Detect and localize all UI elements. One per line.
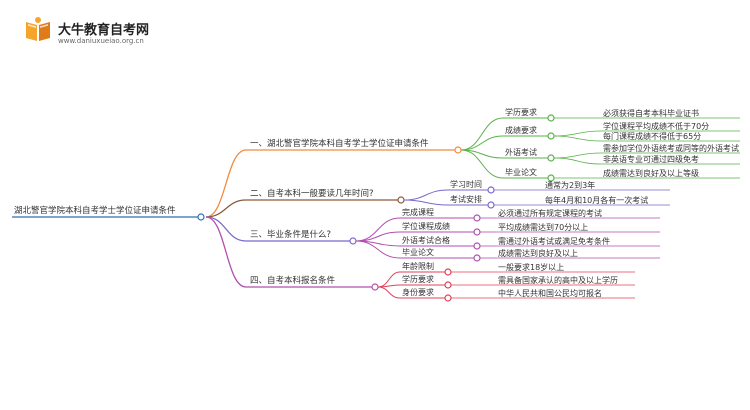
sub-connector bbox=[460, 117, 504, 151]
branch-topic: 三、毕业条件是什么? bbox=[250, 229, 331, 240]
sub-topic: 学习时间 bbox=[450, 179, 482, 189]
leaf-text: 中华人民共和国公民均可报名 bbox=[498, 288, 602, 298]
leaf-text: 成绩需达到良好及以上等级 bbox=[603, 168, 699, 178]
sub-connector bbox=[460, 149, 504, 179]
brand-name: 大牛教育自考网 bbox=[58, 23, 150, 38]
sub-node[interactable] bbox=[473, 228, 481, 236]
root-topic: 湖北警官学院本科自考学士学位证申请条件 bbox=[14, 205, 176, 216]
leaf-text: 一般要求18岁以上 bbox=[498, 262, 564, 272]
open-book-icon bbox=[26, 17, 50, 41]
sub-topic: 外语考试合格 bbox=[402, 235, 450, 245]
branch-connector bbox=[205, 199, 247, 218]
sub-node[interactable] bbox=[444, 268, 452, 276]
leaf-text: 必须获得自考本科毕业证书 bbox=[603, 108, 699, 118]
sub-connector bbox=[403, 199, 449, 206]
sub-connector bbox=[355, 231, 401, 242]
sub-topic: 外语考试 bbox=[505, 147, 537, 157]
leaf-text: 平均成绩需达到70分以上 bbox=[498, 222, 588, 232]
brand-url: www.daniuxueiao.org.cn bbox=[58, 37, 144, 45]
leaf-text: 每门课程成绩不得低于65分 bbox=[603, 131, 701, 141]
branch-node[interactable] bbox=[349, 237, 357, 245]
sub-node[interactable] bbox=[473, 242, 481, 250]
sub-connector bbox=[355, 240, 401, 259]
branch-connector bbox=[205, 149, 247, 218]
sub-topic: 学历要求 bbox=[402, 274, 434, 284]
leaf-text: 需通过外语考试或满足免考条件 bbox=[498, 236, 610, 246]
branch-connector bbox=[205, 216, 247, 242]
sub-topic: 考试安排 bbox=[450, 194, 482, 204]
leaf-text: 需参加学位外语统考或同等的外语考试 bbox=[603, 143, 739, 153]
sub-topic: 完成课程 bbox=[402, 207, 434, 217]
sub-node[interactable] bbox=[444, 294, 452, 302]
sub-node[interactable] bbox=[487, 201, 495, 209]
leaf-text: 成绩需达到良好及以上 bbox=[498, 248, 578, 258]
leaf-connector bbox=[553, 157, 602, 165]
branch-connector bbox=[205, 216, 247, 288]
branch-node[interactable] bbox=[397, 196, 405, 204]
sub-node[interactable] bbox=[487, 186, 495, 194]
leaf-text: 每年4月和10月各有一次考试 bbox=[545, 195, 648, 205]
sub-topic: 年龄限制 bbox=[402, 261, 434, 271]
site-logo[interactable]: 大牛教育自考网 www.daniuxueiao.org.cn bbox=[22, 14, 149, 50]
sub-node[interactable] bbox=[547, 154, 555, 162]
leaf-text: 非英语专业可通过四级免考 bbox=[603, 154, 699, 164]
leaf-connector bbox=[553, 135, 602, 142]
sub-node[interactable] bbox=[547, 132, 555, 140]
leaf-connector bbox=[553, 130, 602, 137]
sub-connector bbox=[377, 286, 401, 299]
root-node[interactable] bbox=[197, 213, 205, 221]
branch-node[interactable] bbox=[454, 146, 462, 154]
sub-topic: 学位课程成绩 bbox=[402, 221, 450, 231]
sub-node[interactable] bbox=[444, 281, 452, 289]
sub-topic: 成绩要求 bbox=[505, 125, 537, 135]
sub-topic: 毕业论文 bbox=[402, 247, 434, 257]
branch-topic: 二、自考本科一般要读几年时间? bbox=[250, 188, 374, 199]
sub-node[interactable] bbox=[473, 254, 481, 262]
sub-node[interactable] bbox=[547, 114, 555, 122]
sub-topic: 毕业论文 bbox=[505, 167, 537, 177]
leaf-connector bbox=[553, 152, 602, 159]
branch-topic: 一、湖北警官学院本科自考学士学位证申请条件 bbox=[250, 138, 429, 149]
leaf-text: 需具备国家承认的高中及以上学历 bbox=[498, 275, 618, 285]
branch-topic: 四、自考本科报名条件 bbox=[250, 275, 336, 286]
sub-topic: 学历要求 bbox=[505, 107, 537, 117]
branch-node[interactable] bbox=[371, 283, 379, 291]
sub-connector bbox=[355, 217, 401, 242]
leaf-text: 通常为2到3年 bbox=[545, 180, 595, 190]
sub-connector bbox=[460, 135, 504, 151]
sub-topic: 身份要求 bbox=[402, 287, 434, 297]
sub-node[interactable] bbox=[473, 214, 481, 222]
leaf-text: 学位课程平均成绩不低于70分 bbox=[603, 121, 709, 131]
sub-connector bbox=[403, 189, 449, 201]
leaf-text: 必须通过所有规定课程的考试 bbox=[498, 208, 602, 218]
